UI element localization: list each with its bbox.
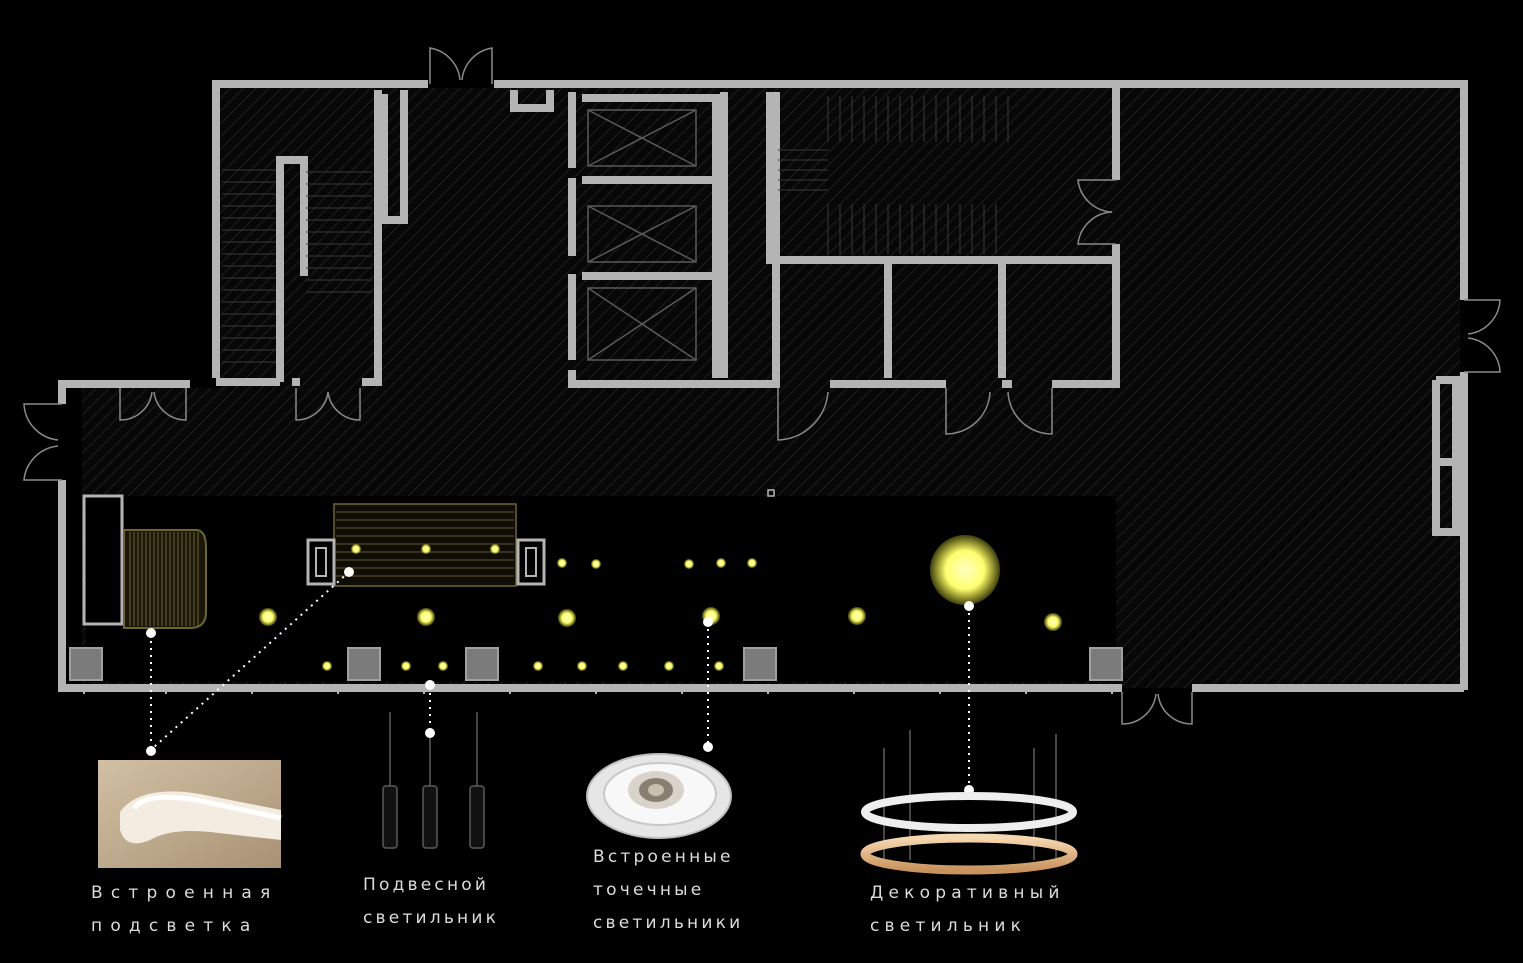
spot-light	[421, 544, 431, 554]
caption-decorative-light: Декоративный светильник	[870, 877, 1065, 943]
spot-light	[848, 607, 866, 625]
spot-light	[438, 661, 448, 671]
spot-light	[577, 661, 587, 671]
spot-light	[401, 661, 411, 671]
spot-light	[533, 661, 543, 671]
caption-line: Встроенная	[91, 883, 279, 903]
spot-light	[322, 661, 332, 671]
pendant-tube-lamps	[382, 712, 485, 849]
ring-chandelier	[860, 730, 1078, 875]
spot-light	[558, 609, 576, 627]
caption-cove-lighting: Встроенная подсветка	[91, 877, 278, 943]
spot-light	[351, 544, 361, 554]
spot-light	[591, 559, 601, 569]
caption-line: светильники	[593, 913, 744, 933]
facade-glazing	[66, 686, 1118, 694]
caption-line: подсветка	[91, 916, 259, 936]
spot-light	[417, 608, 435, 626]
spot-light	[716, 558, 726, 568]
light-points	[259, 544, 1062, 671]
spot-light	[259, 608, 277, 626]
spot-light	[747, 558, 757, 568]
caption-line: Декоративный	[870, 883, 1065, 903]
caption-recessed-spotlights: Встроенные точечные светильники	[593, 841, 743, 940]
spot-light	[684, 559, 694, 569]
recessed-downlight-photo	[586, 753, 732, 839]
spot-light	[618, 661, 628, 671]
led-strip-cove-photo	[98, 760, 282, 868]
spot-light	[557, 558, 567, 568]
caption-line: светильник	[363, 908, 500, 928]
spot-light	[714, 661, 724, 671]
staircases	[222, 96, 1009, 363]
leader-lines	[150, 571, 970, 788]
doors	[23, 47, 1501, 725]
spot-light	[664, 661, 674, 671]
caption-line: точечные	[593, 880, 705, 900]
columns	[69, 647, 1123, 681]
decorative-ring-light-glow	[930, 535, 1000, 605]
caption-line: Подвесной	[363, 875, 490, 895]
caption-line: Встроенные	[593, 847, 734, 867]
elevator-shafts	[587, 109, 697, 361]
reception-desk	[82, 494, 124, 626]
caption-line: светильник	[870, 916, 1027, 936]
spot-light	[1044, 613, 1062, 631]
caption-pendant-light: Подвесной светильник	[363, 869, 499, 935]
spot-light	[490, 544, 500, 554]
